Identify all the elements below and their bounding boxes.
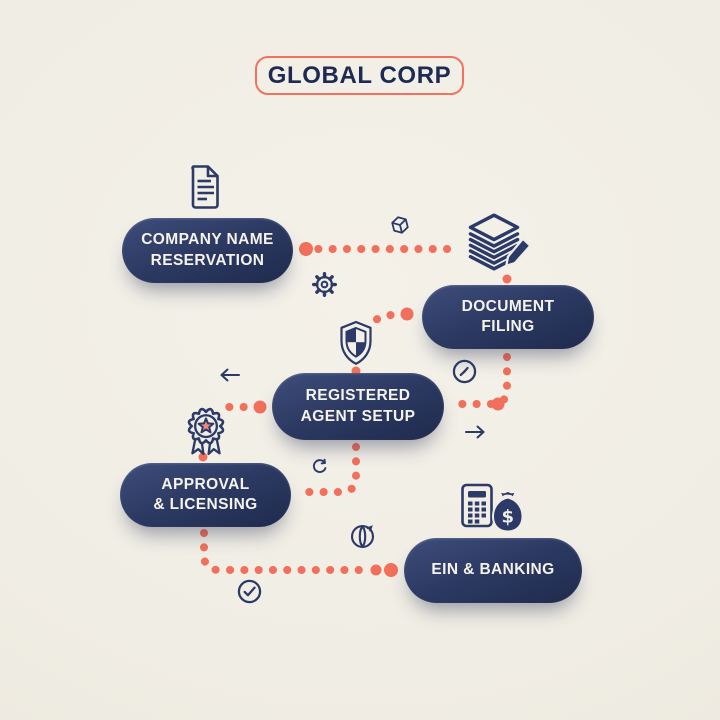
step-label: AGENT SETUP bbox=[300, 407, 416, 425]
step-pill-document-filing[interactable]: DOCUMENT FILING bbox=[422, 285, 594, 349]
calculator-money-bag-icon: $ bbox=[458, 481, 530, 535]
step-pill-company-name-reservation[interactable]: COMPANY NAME RESERVATION bbox=[122, 218, 293, 283]
step-label: & LICENSING bbox=[153, 496, 258, 513]
check-circle-icon bbox=[236, 578, 263, 605]
arrow-left-icon bbox=[219, 367, 241, 383]
step-pill-ein-banking[interactable]: EIN & BANKING bbox=[404, 538, 582, 603]
arrow-right-icon bbox=[464, 424, 486, 440]
cube-icon bbox=[389, 214, 411, 236]
step-label: COMPANY NAME bbox=[141, 231, 274, 249]
step-pill-approval-licensing[interactable]: APPROVAL & LICENSING bbox=[120, 463, 291, 527]
page-title: GLOBAL CORP bbox=[267, 61, 452, 89]
gear-icon bbox=[311, 271, 338, 298]
step-pill-registered-agent-setup[interactable]: REGISTERED AGENT SETUP bbox=[272, 373, 444, 440]
refresh-icon bbox=[308, 456, 331, 479]
clock-icon bbox=[451, 358, 478, 385]
step-label: REGISTERED bbox=[305, 387, 411, 405]
award-rosette-icon bbox=[184, 404, 228, 456]
step-label: APPROVAL bbox=[161, 475, 250, 493]
step-label: FILING bbox=[481, 318, 535, 335]
document-icon bbox=[185, 163, 225, 211]
step-label: EIN & BANKING bbox=[431, 561, 555, 579]
title-box: GLOBAL CORP bbox=[255, 56, 464, 95]
globe-icon bbox=[349, 523, 376, 550]
step-label: RESERVATION bbox=[150, 251, 265, 269]
shield-check-icon bbox=[339, 320, 373, 365]
svg-text:$: $ bbox=[502, 507, 515, 528]
step-label: DOCUMENT bbox=[461, 297, 555, 315]
paper-stack-pencil-icon bbox=[455, 211, 533, 273]
